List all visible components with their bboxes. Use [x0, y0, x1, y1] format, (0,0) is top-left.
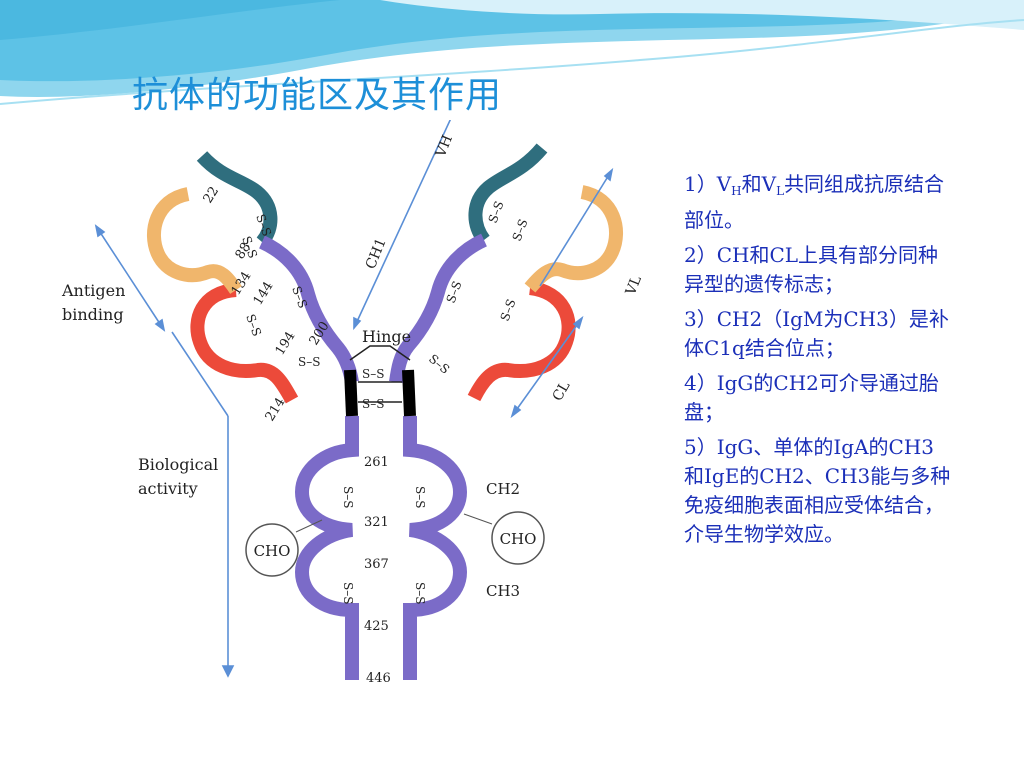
cho-right: CHO — [463, 511, 545, 565]
residue-367: 367 — [364, 557, 389, 572]
hinge-label: Hinge — [362, 327, 411, 346]
biological-activity-label-line2: activity — [138, 479, 198, 498]
heavy-chain-constant-left — [258, 235, 359, 680]
light-chain-variable-right — [524, 185, 623, 293]
hinge-bracket — [349, 345, 411, 361]
ch2-label: CH2 — [486, 480, 520, 498]
antigen-binding-label-line1: Antigen — [61, 281, 125, 300]
ss-ch3-left: S–S — [341, 582, 355, 604]
antibody-structure-diagram: CHO CHO Antigen binding Biological activ… — [52, 120, 682, 710]
residue-321: 321 — [364, 515, 389, 530]
vl-region-arrow — [539, 169, 613, 287]
hinge-disulfide-bonds — [358, 381, 402, 403]
light-chain-variable-left — [147, 187, 242, 294]
note-1: 1）VH和VL共同组成抗原结合部位。 — [684, 170, 954, 235]
antigen-binding-arrow — [95, 225, 165, 331]
heavy-chain-constant-right — [389, 233, 488, 680]
light-chain-constant-left — [190, 283, 299, 404]
note-5: 5）IgG、单体的IgA的CH3和IgE的CH2、CH3能与多种免疫细胞表面相应… — [684, 435, 951, 546]
residue-88: 88 — [233, 240, 254, 262]
ch3-label: CH3 — [486, 582, 520, 600]
ss-ch2-left: S–S — [341, 486, 355, 508]
ss-interchain-left: S–S — [298, 355, 320, 369]
heavy-chain-variable-right — [468, 143, 548, 245]
biological-activity-arrow-top — [171, 331, 229, 417]
cho-label-right: CHO — [500, 530, 537, 548]
residue-446: 446 — [366, 671, 391, 686]
function-notes: 1）VH和VL共同组成抗原结合部位。 2）CH和CL上具有部分同种异型的遗传标志… — [684, 170, 954, 555]
note-3: 3）CH2（IgM为CH3）是补体C1q结合位点； — [684, 307, 949, 360]
cl-region-arrow — [511, 317, 583, 417]
biological-activity-label-line1: Biological — [138, 455, 218, 474]
note-1-sub-h: H — [731, 184, 742, 198]
cho-label-left: CHO — [254, 542, 291, 560]
heavy-chain-variable-left — [196, 151, 278, 247]
note-1-prefix: 1）V — [684, 172, 732, 196]
ss-ch3-right: S–S — [413, 582, 427, 604]
header-wave-decoration — [0, 0, 1024, 105]
residue-261: 261 — [364, 455, 389, 470]
cho-left: CHO — [245, 519, 323, 577]
annotation-arrows — [94, 120, 614, 678]
vh-region-arrow — [353, 120, 452, 329]
hinge-region — [344, 369, 416, 417]
note-2: 2）CH和CL上具有部分同种异型的遗传标志； — [684, 243, 939, 296]
slide-title: 抗体的功能区及其作用 — [132, 75, 503, 116]
residue-425: 425 — [364, 619, 389, 634]
ss-hinge-2: S–S — [362, 397, 384, 411]
antigen-binding-label-line2: binding — [62, 305, 124, 324]
residue-22: 22 — [201, 184, 222, 206]
ss-hinge-1: S–S — [362, 367, 384, 381]
ss-ch2-right: S–S — [413, 486, 427, 508]
note-1-mid: 和V — [741, 172, 777, 196]
vl-label: VL — [622, 273, 644, 298]
note-1-suffix: 共同组成抗原结合部位。 — [684, 172, 945, 232]
note-4: 4）IgG的CH2可介导通过胎盘； — [684, 371, 939, 424]
note-1-sub-l: L — [776, 184, 785, 198]
